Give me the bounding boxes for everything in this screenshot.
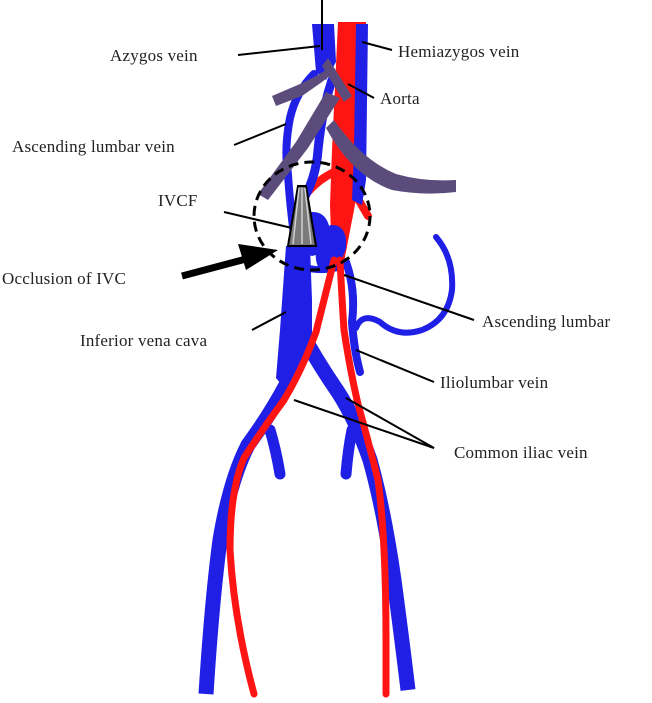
- left-iliac-artery: [226, 256, 338, 698]
- azygos-leader: [237, 45, 321, 56]
- lumbar-trunk-right: [326, 120, 456, 194]
- left-internal-iliac-vein: [264, 424, 286, 480]
- iliolumbar-leader: [355, 349, 435, 383]
- label-ascending-lumbar-right: Ascending lumbar: [482, 312, 610, 331]
- ivc-filter: [286, 185, 318, 247]
- label-occlusion-of-ivc: Occlusion of IVC: [2, 269, 126, 288]
- arrow-shaft: [181, 255, 247, 280]
- aorta-leader: [347, 83, 375, 99]
- artery-leg-group: [226, 256, 390, 698]
- vein-group: [198, 24, 456, 695]
- lumbar-trunk-diagonal: [258, 92, 340, 200]
- lumbar-trunk-upper: [272, 70, 332, 106]
- common-iliac-leader-left: [293, 399, 435, 449]
- occlusion-arrow: [181, 244, 278, 280]
- ivc-lower-segment: [276, 246, 312, 390]
- ascending-lumbar-right-leader: [343, 274, 475, 321]
- common-iliac-leader-right: [345, 397, 435, 449]
- label-iliolumbar-vein: Iliolumbar vein: [440, 373, 549, 392]
- label-ascending-lumbar-vein-left: Ascending lumbar vein: [12, 137, 175, 156]
- right-lumbar-descending: [342, 258, 364, 376]
- right-internal-iliac-vein: [340, 424, 358, 480]
- filter-strut: [304, 187, 312, 245]
- leader-lines: [223, 0, 475, 449]
- label-inferior-vena-cava: Inferior vena cava: [80, 331, 207, 350]
- label-ivcf: IVCF: [158, 191, 198, 210]
- ascending-lumbar-right-vessel: [353, 234, 456, 336]
- occlusion-highlight-circle: [252, 160, 372, 272]
- right-iliac-artery: [336, 256, 390, 698]
- label-aorta: Aorta: [380, 89, 420, 108]
- arrow-head: [238, 244, 278, 270]
- lumbar-trunk-branch: [322, 58, 352, 102]
- label-azygos-vein: Azygos vein: [110, 46, 198, 65]
- filter-strut: [292, 187, 300, 245]
- inferior-vena-cava-leader: [251, 311, 287, 331]
- ivcf-leader: [223, 211, 293, 229]
- left-iliac-vein: [198, 381, 293, 695]
- ascending-lumbar-left-leader: [233, 123, 287, 146]
- labels: Azygos vein Hemiazygos vein Aorta Ascend…: [2, 42, 610, 462]
- hemiazygos-leader: [361, 41, 393, 51]
- label-hemiazygos-vein: Hemiazygos vein: [398, 42, 520, 61]
- label-common-iliac-vein: Common iliac vein: [454, 443, 588, 462]
